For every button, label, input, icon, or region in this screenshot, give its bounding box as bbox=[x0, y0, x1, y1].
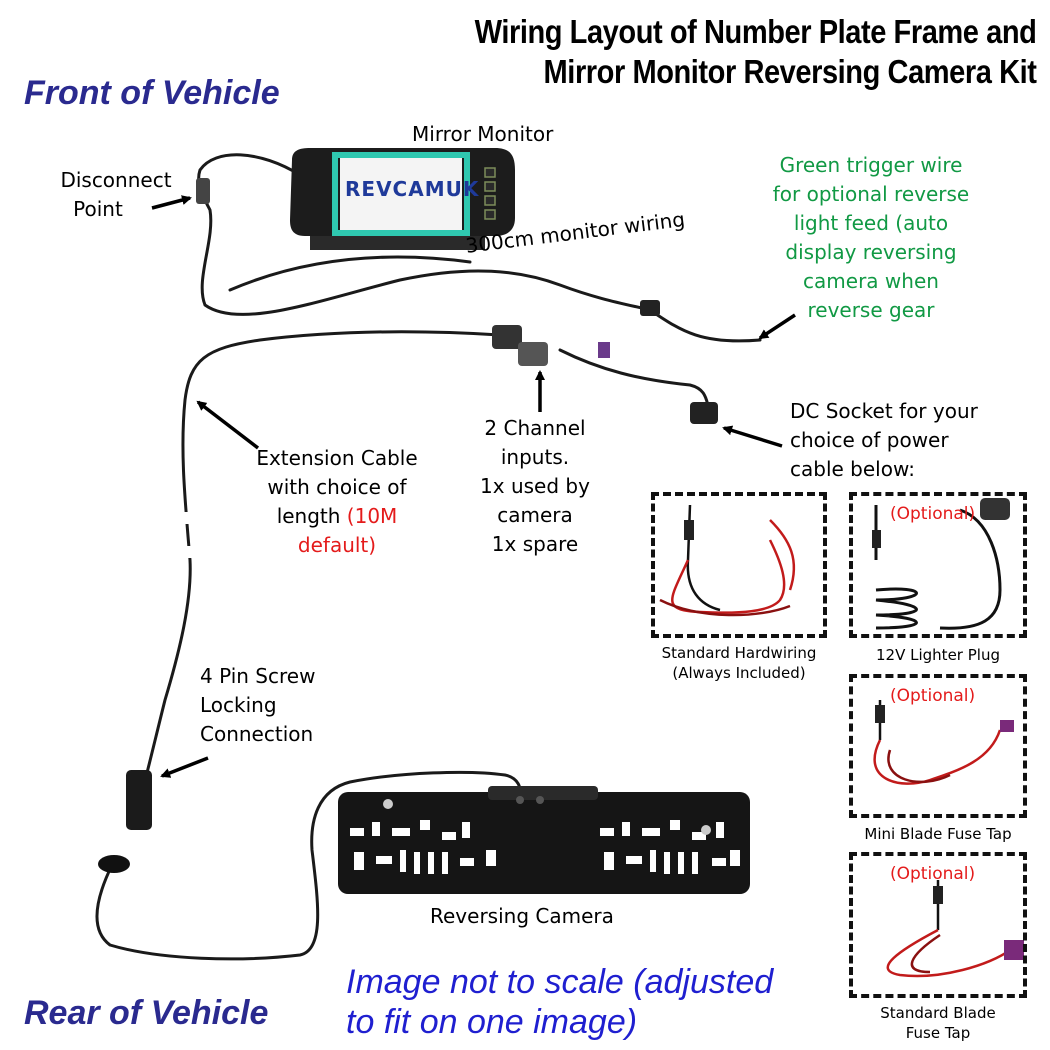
dc-socket-line-1: DC Socket for your bbox=[790, 399, 978, 423]
camera-lead bbox=[95, 770, 522, 961]
extension-default-length-2: default) bbox=[297, 533, 377, 557]
extension-arrow bbox=[196, 400, 260, 450]
harness-main bbox=[648, 308, 762, 343]
pin-line-3: Connection bbox=[200, 722, 314, 746]
dc-socket-arrow bbox=[722, 425, 783, 448]
standard-blade-caption: Standard Blade Fuse Tap bbox=[849, 1003, 1027, 1043]
disconnect-point-label: Disconnect Point bbox=[46, 166, 186, 224]
monitor-cable-loop bbox=[228, 255, 472, 292]
pin-line-2: Locking bbox=[200, 693, 277, 717]
mini-blade-graphic bbox=[873, 700, 1014, 785]
standard-blade-box bbox=[849, 852, 1027, 998]
channel-inputs-label: 2 Channel inputs. 1x used by camera 1x s… bbox=[460, 414, 610, 559]
dc-socket-line-2: choice of power bbox=[790, 428, 949, 452]
diagram-title: Wiring Layout of Number Plate Frame and … bbox=[474, 12, 1036, 92]
extension-default-length-1: (10M bbox=[346, 504, 398, 528]
extension-line-3: length bbox=[276, 504, 341, 528]
title-line-2: Mirror Monitor Reversing Camera Kit bbox=[543, 53, 1036, 90]
channel-line-1: 2 Channel bbox=[484, 416, 586, 440]
standard-blade-graphic bbox=[886, 880, 1024, 978]
scale-note-line-2: to fit on one image) bbox=[346, 1003, 638, 1041]
monitor-cable bbox=[197, 153, 652, 316]
disconnect-arrow bbox=[151, 195, 192, 210]
lighter-plug-graphic bbox=[872, 498, 1010, 630]
green-trigger-line-6: reverse gear bbox=[807, 298, 935, 322]
trigger-arrow bbox=[758, 313, 796, 340]
green-trigger-line-4: display reversing bbox=[785, 240, 957, 264]
lighter-optional-tag: (Optional) bbox=[890, 504, 976, 524]
green-trigger-line-1: Green trigger wire bbox=[779, 153, 963, 177]
extension-line-1: Extension Cable bbox=[256, 446, 418, 470]
standard-blade-line-1: Standard Blade bbox=[880, 1004, 996, 1022]
hardwiring-graphic bbox=[659, 504, 796, 617]
standard-blade-optional-tag: (Optional) bbox=[890, 864, 976, 884]
scale-note: Image not to scale (adjusted to fit on o… bbox=[346, 962, 773, 1042]
mini-blade-box bbox=[849, 674, 1027, 818]
reversing-camera-label: Reversing Camera bbox=[430, 904, 614, 928]
pin-connection-label: 4 Pin Screw Locking Connection bbox=[200, 662, 315, 749]
disconnect-line-2: Point bbox=[73, 197, 123, 221]
dc-socket-line-3: cable below: bbox=[790, 457, 915, 481]
pin-arrow bbox=[160, 756, 209, 778]
green-trigger-line-5: camera when bbox=[803, 269, 939, 293]
channel-line-2: inputs. bbox=[500, 445, 570, 469]
hardwiring-line-1: Standard Hardwiring bbox=[661, 644, 817, 662]
title-line-1: Wiring Layout of Number Plate Frame and bbox=[474, 13, 1036, 50]
channel-line-5: 1x spare bbox=[491, 532, 579, 556]
number-plate-camera-graphic bbox=[338, 786, 750, 894]
lighter-plug-caption: 12V Lighter Plug bbox=[876, 646, 1000, 664]
grommet bbox=[98, 855, 130, 873]
extension-cable-label: Extension Cable with choice of length (1… bbox=[232, 444, 442, 560]
hardwiring-box bbox=[651, 492, 827, 638]
disconnect-connector bbox=[196, 178, 210, 204]
mirror-monitor-graphic bbox=[290, 148, 515, 250]
channel-connectors bbox=[492, 300, 718, 424]
mini-blade-caption: Mini Blade Fuse Tap bbox=[864, 825, 1012, 843]
front-of-vehicle-label: Front of Vehicle bbox=[24, 74, 280, 112]
green-trigger-line-3: light feed (auto bbox=[793, 211, 949, 235]
mini-blade-optional-tag: (Optional) bbox=[890, 686, 976, 706]
revcamuk-logo: REVCAMUK bbox=[345, 177, 480, 201]
extension-line-2: with choice of bbox=[267, 475, 407, 499]
cable-marker-1 bbox=[183, 512, 195, 524]
harness-branch bbox=[558, 348, 714, 417]
standard-blade-line-2: Fuse Tap bbox=[905, 1024, 971, 1042]
channel-line-3: 1x used by bbox=[480, 474, 590, 498]
extension-cable bbox=[138, 330, 502, 802]
scale-note-line-1: Image not to scale (adjusted bbox=[346, 963, 774, 1001]
hardwiring-caption: Standard Hardwiring (Always Included) bbox=[640, 643, 838, 683]
pin-line-1: 4 Pin Screw bbox=[200, 664, 316, 688]
cable-marker-2 bbox=[182, 546, 194, 558]
hardwiring-line-2: (Always Included) bbox=[672, 664, 806, 682]
green-trigger-label: Green trigger wire for optional reverse … bbox=[748, 151, 994, 325]
dc-socket-label: DC Socket for your choice of power cable… bbox=[790, 397, 978, 484]
rear-of-vehicle-label: Rear of Vehicle bbox=[24, 994, 269, 1032]
green-trigger-line-2: for optional reverse bbox=[772, 182, 970, 206]
pin-connector bbox=[126, 770, 152, 830]
lighter-plug-box bbox=[849, 492, 1027, 638]
channel-line-4: camera bbox=[497, 503, 573, 527]
mirror-monitor-label: Mirror Monitor bbox=[412, 122, 554, 146]
disconnect-line-1: Disconnect bbox=[60, 168, 172, 192]
